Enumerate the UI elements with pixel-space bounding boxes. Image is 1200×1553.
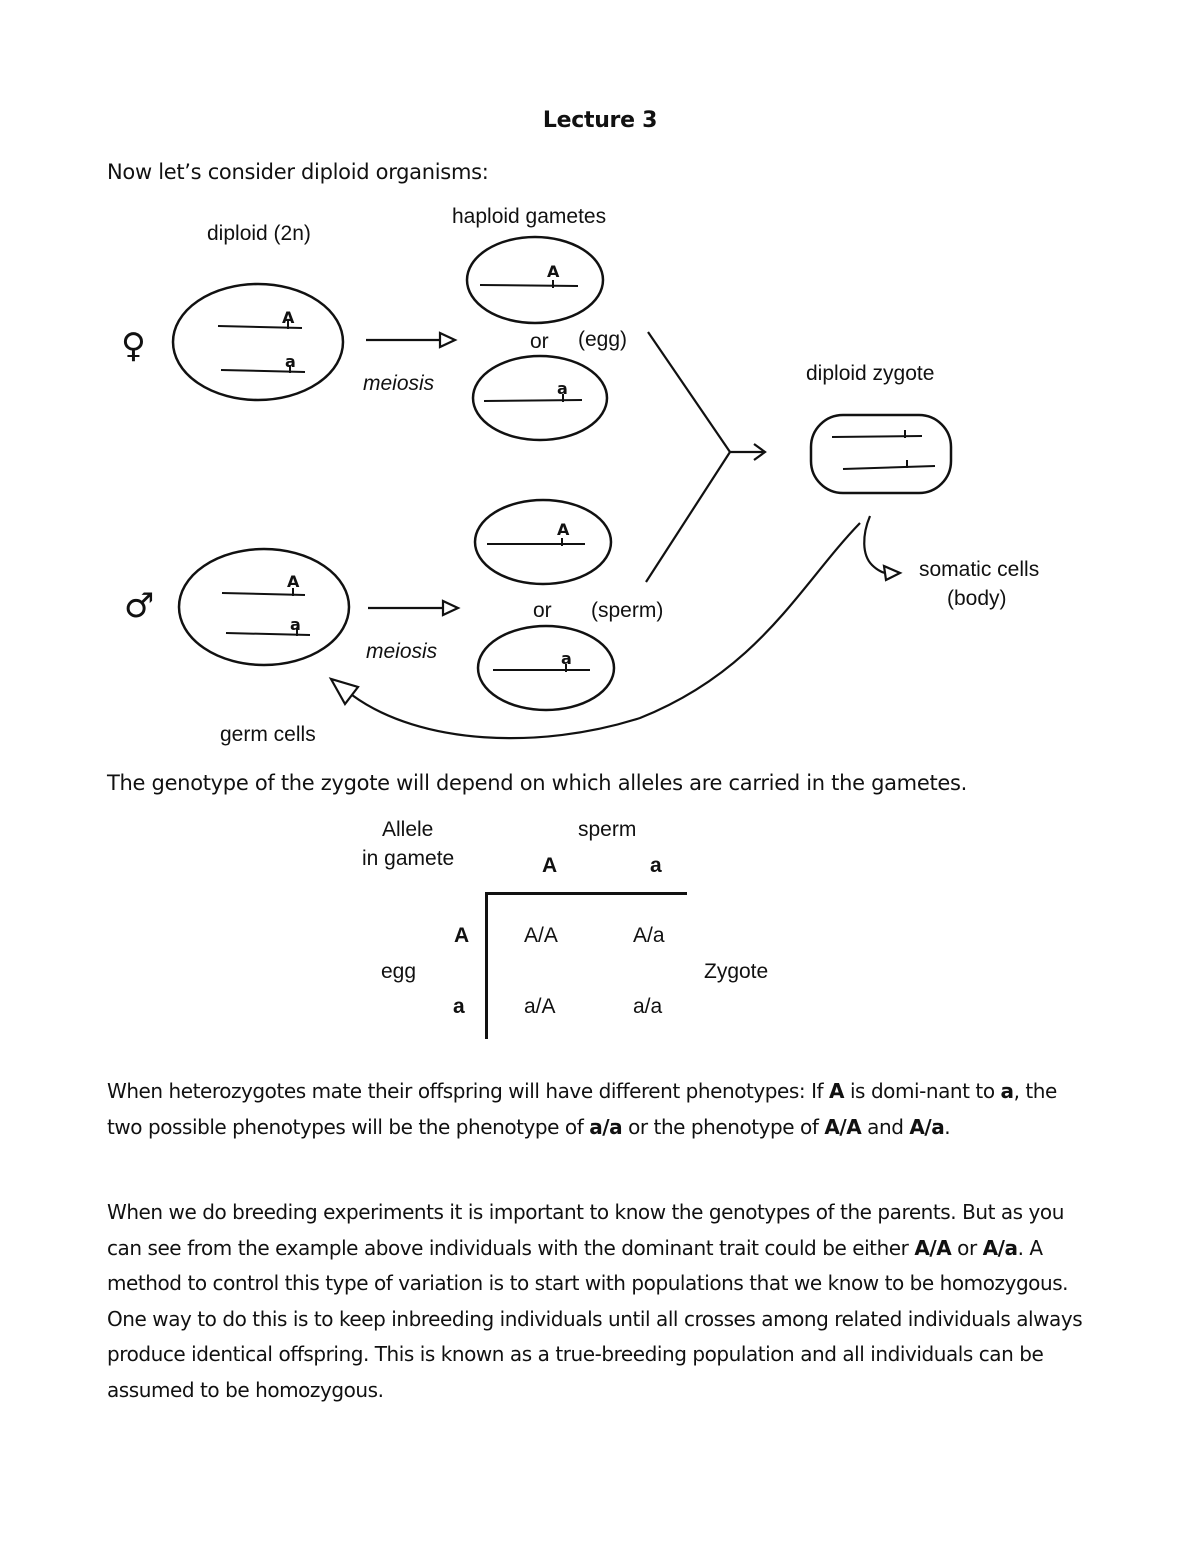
egg-gamete-A [465,235,605,325]
punnett-cell: a/A [524,995,556,1018]
egg-row-header: egg [381,960,417,983]
sperm-gamete-a [476,624,616,712]
emphasis-allele: A [829,1079,845,1103]
allele-label-a: a [561,649,572,668]
female-diploid-cell [171,282,345,402]
male-symbol: ♂ [124,586,154,626]
punnett-square: Allele in gamete sperm A a A a egg A/A A… [0,810,1200,1050]
diploid-zygote-label: diploid zygote [806,362,934,385]
meiosis-arrow-female-head [438,331,458,349]
somatic-arrow-head [882,564,903,582]
somatic-cells-label: somatic cells [919,558,1039,581]
egg-gamete-a [471,354,609,442]
paragraph-text: or the phenotype of [622,1114,825,1139]
allele-label-a: a [285,352,296,371]
row-allele-A: A [454,924,470,947]
punnett-cell: A/A [524,924,558,947]
punnett-left-rule [485,892,488,1039]
chromosomes [217,280,936,672]
paragraph-text: , the two possible phenotypes will be th… [107,1079,1057,1139]
column-allele-A: A [542,854,558,877]
or-label: or [533,599,552,622]
meiosis-label: meiosis [363,372,435,395]
fertilization-arrow-head [753,443,767,461]
intro-text: Now let’s consider diploid organisms: [107,160,489,184]
zygote-label: Zygote [704,960,769,983]
corner-label-line1: Allele [382,818,434,841]
corner-label-line2: in gamete [362,847,455,870]
sperm-label: (sperm) [591,599,663,622]
paragraph-text: . A method to control this type of varia… [107,1235,1083,1402]
sperm-column-header: sperm [578,818,637,841]
genotype-sentence: The genotype of the zygote will depend o… [107,771,968,795]
emphasis-genotype: A/A [914,1235,952,1260]
germ-cells-label: germ cells [220,723,316,746]
egg-label: (egg) [578,328,627,351]
breeding-paragraph: When we do breeding experiments it is im… [107,1195,1097,1408]
row-allele-a: a [453,995,465,1018]
somatic-arrow [863,515,887,575]
egg-convergence-line [647,331,731,453]
punnett-cell: A/a [633,924,665,947]
or-label: or [530,330,549,353]
punnett-top-rule [485,892,687,895]
paragraph-text: When we do breeding experiments it is im… [107,1200,1064,1260]
heterozygote-paragraph: When heterozygotes mate their offspring … [107,1074,1097,1145]
sperm-convergence-line [645,451,731,583]
diploid-label: diploid (2n) [207,222,311,245]
emphasis-genotype: a/a [589,1114,623,1139]
paragraph-text: . [944,1114,951,1139]
allele-label-a: a [557,379,568,398]
paragraph-text: When heterozygotes mate their offspring … [107,1079,830,1103]
emphasis-allele: a [1000,1079,1014,1103]
diploid-zygote-cell [809,413,953,495]
body-label: (body) [947,587,1007,610]
sperm-gamete-A [473,498,613,586]
allele-label-a: a [290,615,301,634]
haploid-gametes-label: haploid gametes [452,205,606,228]
column-allele-a: a [650,854,662,877]
meiosis-arrow-male-head [441,599,461,617]
allele-label-A: A [282,308,295,327]
germline-arrow [351,522,861,740]
meiosis-diagram: A a A a A a A a ♀ ♂ diploid (2n) haploid… [121,205,1039,746]
allele-label-A: A [287,572,300,591]
page-title: Lecture 3 [542,108,658,133]
emphasis-genotype: A/A [824,1114,862,1139]
germline-arrow-head [328,677,360,706]
allele-label-A: A [547,262,560,281]
paragraph-text: is domi-nant to [844,1079,1001,1103]
allele-label-A: A [557,520,570,539]
punnett-cell: a/a [633,995,663,1018]
emphasis-genotype: A/a [982,1235,1018,1260]
emphasis-genotype: A/a [909,1114,945,1139]
female-symbol: ♀ [121,326,146,366]
paragraph-text: or [951,1235,983,1260]
male-diploid-cell [177,547,351,667]
meiosis-label: meiosis [366,640,438,663]
paragraph-text: and [861,1114,910,1139]
